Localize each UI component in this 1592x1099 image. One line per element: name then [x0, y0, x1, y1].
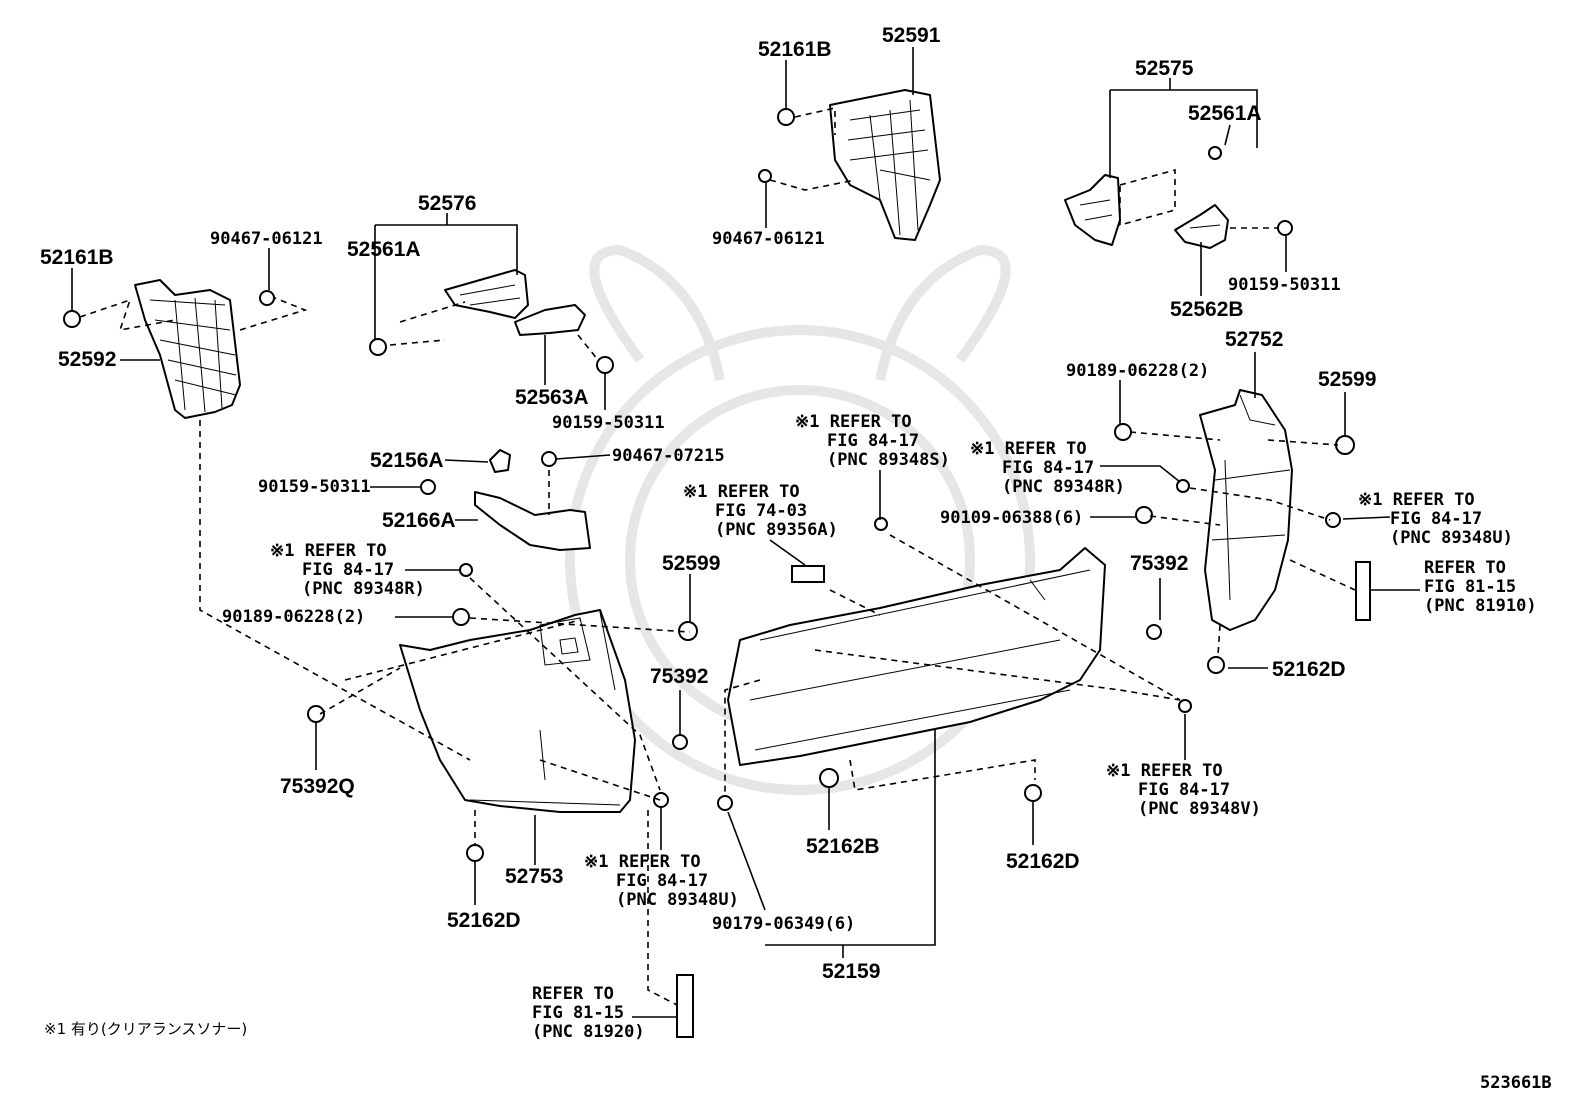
part-label: 52162D: [1006, 850, 1080, 873]
refer-note-line: (PNC 89356A): [715, 520, 838, 540]
refer-note-line: FIG 84-17: [616, 871, 708, 891]
refer-note-line: (PNC 81920): [532, 1022, 645, 1042]
refer-note: REFER TO FIG 81-15 (PNC 81910): [1424, 558, 1537, 616]
refer-note: ※1 REFER TO FIG 84-17 (PNC 89348V): [1106, 761, 1261, 819]
refer-note: REFER TO FIG 81-15 (PNC 81920): [532, 984, 645, 1042]
part-label: 90467-07215: [612, 446, 725, 466]
part-52753-bumper-side: [399, 609, 636, 813]
refer-notes: ※1 REFER TO FIG 84-17 (PNC 89348S) ※1 RE…: [270, 412, 1537, 1042]
refer-note: ※1 REFER TO FIG 84-17 (PNC 89348S): [795, 412, 950, 470]
part-label: 52561A: [1188, 102, 1262, 125]
refer-note-line: FIG 81-15: [1424, 577, 1516, 597]
part-label: 90467-06121: [210, 229, 323, 249]
refer-note-line: ※1 REFER TO: [1358, 490, 1475, 510]
footnote: ※1 有り(クリアランスソナー): [44, 1020, 247, 1038]
refer-note-line: FIG 84-17: [827, 431, 919, 451]
part-label: 90179-06349(6): [712, 914, 855, 934]
assembly-lines: [79, 107, 1356, 1006]
part-label: 52162B: [806, 835, 880, 858]
refer-note-line: FIG 81-15: [532, 1003, 624, 1023]
part-label: 52161B: [40, 246, 114, 269]
refer-note-line: (PNC 89348U): [616, 890, 739, 910]
part-label: 90189-06228(2): [222, 607, 365, 627]
part-label: 52561A: [347, 238, 421, 261]
part-label: 90109-06388(6): [940, 508, 1083, 528]
leader-lines: [71, 47, 1420, 1018]
part-label: 52156A: [370, 449, 444, 472]
refer-note: ※1 REFER TO FIG 84-17 (PNC 89348R): [970, 439, 1125, 497]
part-52752-bumper-side: [1199, 389, 1293, 631]
refer-note-line: FIG 84-17: [1002, 458, 1094, 478]
refer-note-line: ※1 REFER TO: [970, 439, 1087, 459]
part-label: 52563A: [515, 386, 589, 409]
part-label: 90159-50311: [552, 413, 665, 433]
refer-note-line: ※1 REFER TO: [1106, 761, 1223, 781]
part-label: 52162D: [447, 909, 521, 932]
part-label: 52599: [662, 552, 720, 575]
part-label: 52575: [1135, 57, 1194, 80]
part-52156A-bracket: [489, 449, 511, 473]
refer-note-line: ※1 REFER TO: [795, 412, 912, 432]
part-label: 52562B: [1170, 298, 1244, 321]
part-label: 75392Q: [280, 775, 355, 798]
part-label: 52592: [58, 348, 116, 371]
refer-note-line: (PNC 89348R): [1002, 477, 1125, 497]
part-52591-bracket: [829, 89, 941, 241]
part-52575-bracket: [1064, 174, 1121, 246]
part-52166A-reinforcement: [474, 491, 591, 551]
part-label: 90189-06228(2): [1066, 361, 1209, 381]
part-label: 52753: [505, 865, 563, 888]
refer-note: ※1 REFER TO FIG 84-17 (PNC 89348R): [270, 541, 425, 599]
part-label: 75392: [1130, 552, 1188, 575]
refer-note-line: (PNC 89348U): [1390, 528, 1513, 548]
refer-note: ※1 REFER TO FIG 84-17 (PNC 89348U): [584, 852, 739, 910]
refer-note-line: FIG 84-17: [1138, 780, 1230, 800]
refer-note-line: (PNC 89348S): [827, 450, 950, 470]
part-label: 52161B: [758, 38, 832, 61]
refer-note-line: FIG 84-17: [302, 560, 394, 580]
part-label: 52591: [882, 24, 941, 47]
figure-number: 523661B: [1480, 1073, 1552, 1093]
part-52563A-bracket: [514, 304, 586, 336]
part-label: 90159-50311: [258, 477, 371, 497]
refer-note-line: ※1 REFER TO: [584, 852, 701, 872]
refer-note: ※1 REFER TO FIG 84-17 (PNC 89348U): [1358, 490, 1513, 548]
refer-note-line: REFER TO: [1424, 558, 1506, 578]
part-52576-bracket: [444, 269, 529, 319]
part-label: 90159-50311: [1228, 275, 1341, 295]
refer-note-line: FIG 84-17: [1390, 509, 1482, 529]
refer-note-line: ※1 REFER TO: [270, 541, 387, 561]
part-label: 52752: [1225, 328, 1283, 351]
part-52159-bumper-cover: [727, 547, 1106, 766]
refer-note-line: ※1 REFER TO: [683, 482, 800, 502]
part-label: 52599: [1318, 368, 1376, 391]
part-52592-bracket: [134, 279, 241, 419]
part-label: 90467-06121: [712, 229, 825, 249]
part-label: 52576: [418, 192, 476, 215]
part-label: 75392: [650, 665, 708, 688]
part-52562B-bracket: [1174, 204, 1229, 249]
refer-note-line: REFER TO: [532, 984, 614, 1004]
part-label: 52162D: [1272, 658, 1346, 681]
refer-note-line: (PNC 89348V): [1138, 799, 1261, 819]
refer-note: ※1 REFER TO FIG 74-03 (PNC 89356A): [683, 482, 838, 540]
part-label: 52166A: [382, 509, 456, 532]
part-label: 52159: [822, 960, 880, 983]
refer-note-line: (PNC 89348R): [302, 579, 425, 599]
part-labels: 52161B 52591 52575 52561A 90467-06121 90…: [40, 24, 1376, 983]
refer-note-line: (PNC 81910): [1424, 596, 1537, 616]
refer-note-line: FIG 74-03: [715, 501, 807, 521]
